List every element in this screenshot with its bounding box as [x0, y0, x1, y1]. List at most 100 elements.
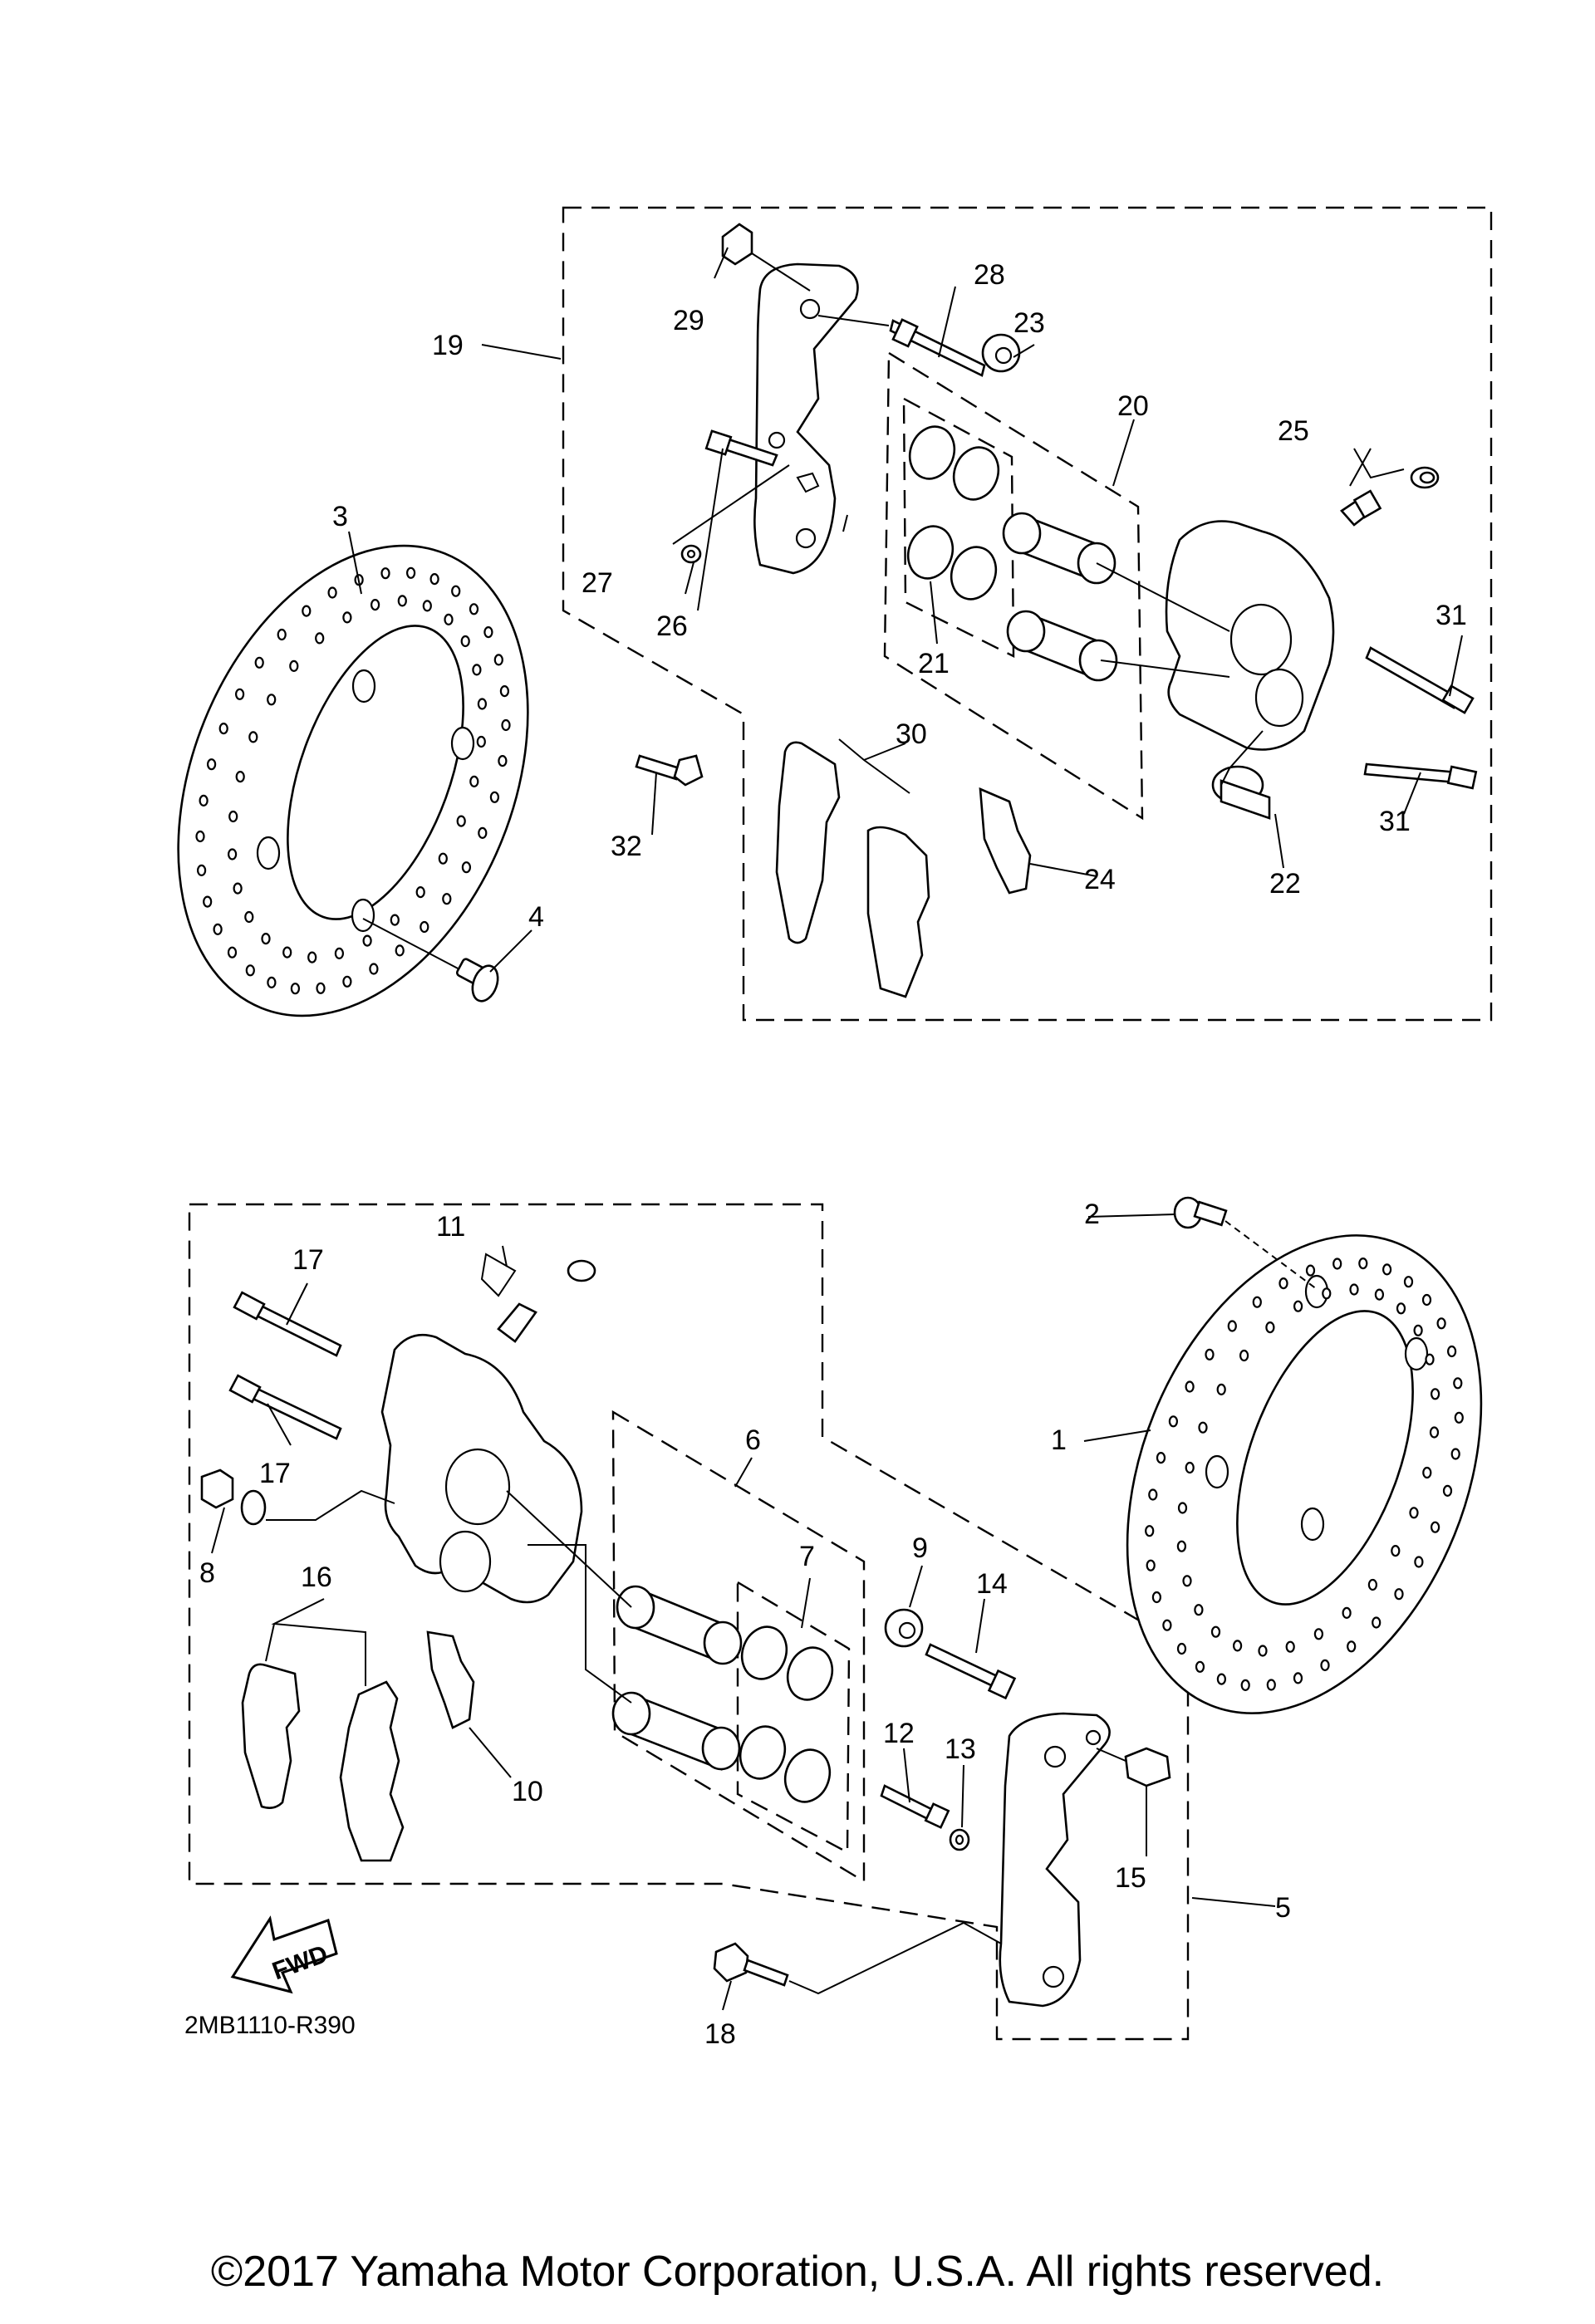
disc-vent-hole: [461, 861, 472, 874]
disc-vent-hole: [235, 688, 245, 700]
disc-vent-hole: [442, 893, 452, 905]
callout-23: 23: [1013, 307, 1045, 339]
disc-vent-hole: [1168, 1415, 1179, 1428]
disc-vent-hole: [1232, 1640, 1243, 1652]
callout-19: 19: [432, 330, 464, 361]
disc-vent-hole: [1293, 1672, 1303, 1684]
disc-vent-hole: [199, 794, 209, 807]
disc-vent-hole: [1145, 1525, 1155, 1537]
pistons-20: [1002, 512, 1118, 682]
callout-32: 32: [611, 831, 642, 862]
bolt-29: [721, 223, 811, 292]
disc-vent-hole: [1403, 1276, 1414, 1288]
piston-seals-7: [739, 1625, 834, 1803]
disc-vent-hole: [1425, 1353, 1435, 1365]
disc-vent-hole: [395, 944, 405, 957]
boot-23: [981, 333, 1021, 373]
disc-vent-hole: [315, 632, 325, 645]
diagram-code: 2MB1110-R390: [184, 2012, 356, 2039]
callout-14: 14: [976, 1568, 1008, 1600]
disc-vent-hole: [476, 735, 486, 748]
callouts-lower: 2 11 17 6 1 17 7 8 9 14 16 12 13 10 15 5…: [199, 1199, 1291, 2050]
disc-vent-hole: [1210, 1625, 1221, 1638]
bleeder-screw-25: [1340, 466, 1440, 527]
disc-vent-hole: [456, 815, 466, 827]
callout-5: 5: [1275, 1892, 1291, 1924]
disc-vent-hole: [1332, 1258, 1342, 1270]
pin-28: [817, 315, 986, 377]
bolt-32: [635, 754, 704, 787]
disc-vent-hole: [1266, 1679, 1276, 1691]
disc-vent-hole: [1198, 1421, 1208, 1434]
callout-3: 3: [332, 501, 348, 532]
disc-vent-hole: [1372, 1616, 1382, 1629]
callout-31b: 31: [1379, 806, 1411, 837]
disc-vent-hole: [1185, 1461, 1195, 1474]
disc-screw-2: [1173, 1196, 1318, 1290]
brake-disc-1: [1126, 1234, 1483, 1714]
disc-vent-hole: [327, 586, 337, 599]
callout-20: 20: [1117, 390, 1149, 422]
disc-vent-hole: [1216, 1383, 1226, 1396]
disc-vent-hole: [302, 605, 312, 617]
callout-16: 16: [301, 1562, 332, 1593]
callout-6: 6: [745, 1424, 761, 1456]
disc-vent-hole: [1422, 1466, 1432, 1479]
disc-vent-hole: [1349, 1283, 1359, 1296]
pad-spring-10: [426, 1630, 475, 1729]
copyright-notice: ©2017 Yamaha Motor Corporation, U.S.A. A…: [211, 2248, 1384, 2296]
disc-vent-hole: [1151, 1591, 1162, 1604]
washer-27: [680, 544, 702, 564]
callout-15: 15: [1115, 1862, 1146, 1894]
disc-vent-hole: [1347, 1640, 1357, 1653]
disc-vent-hole: [472, 664, 482, 676]
disc-vent-hole: [1313, 1628, 1324, 1640]
kit-boundary-21: [902, 396, 1015, 658]
disc-vent-hole: [1436, 1317, 1446, 1330]
disc-vent-hole: [1409, 1507, 1419, 1519]
disc-vent-hole: [1176, 1540, 1187, 1552]
pad-spring-24: [979, 787, 1032, 895]
bolt-26: [704, 429, 778, 467]
disc-vent-hole: [1148, 1488, 1158, 1501]
callout-31a: 31: [1436, 600, 1467, 631]
callout-17a: 17: [292, 1244, 324, 1276]
kit-boundary-lower: [188, 1203, 1190, 2041]
callout-18: 18: [704, 2018, 736, 2050]
disc-vent-hole: [254, 656, 264, 669]
disc-vent-hole: [235, 770, 245, 783]
callout-25: 25: [1278, 415, 1309, 447]
disc-vent-hole: [1414, 1556, 1424, 1568]
disc-vent-hole: [207, 758, 217, 771]
disc-vent-hole: [369, 963, 379, 975]
disc-vent-hole: [1453, 1377, 1463, 1390]
disc-vent-hole: [406, 566, 416, 579]
disc-vent-hole: [478, 826, 488, 840]
disc-vent-hole: [261, 932, 271, 945]
bolt-18: [713, 1921, 1002, 1995]
disc-vent-hole: [289, 659, 299, 673]
disc-vent-hole: [1227, 1320, 1237, 1332]
callout-24: 24: [1084, 864, 1116, 895]
disc-vent-hole: [438, 852, 448, 865]
disc-vent-hole: [1278, 1277, 1288, 1290]
caliper-body-lower: [380, 1333, 583, 1604]
leader-lines-upper: [348, 247, 1463, 973]
disc-vent-hole: [195, 830, 205, 843]
callout-7: 7: [799, 1541, 815, 1572]
disc-vent-hole: [307, 951, 317, 963]
bolt-22: [1211, 765, 1271, 820]
leader-lines-lower: [211, 1213, 1276, 2011]
disc-vent-hole: [1367, 1578, 1378, 1591]
disc-vent-hole: [1374, 1288, 1385, 1301]
disc-screw-4: [362, 918, 499, 1003]
caliper-body-upper: [1096, 520, 1335, 751]
callouts-upper: 19 3 4 29 28 23 20 25 31 27 26 21 30 31 …: [332, 259, 1467, 933]
disc-vent-hole: [499, 684, 510, 698]
disc-vent-hole: [1177, 1502, 1188, 1514]
callout-29: 29: [673, 305, 704, 336]
disc-vent-hole: [1195, 1660, 1205, 1673]
callout-4: 4: [528, 901, 544, 933]
kit-boundary-20: [883, 351, 1144, 821]
disc-vent-hole: [282, 946, 292, 959]
